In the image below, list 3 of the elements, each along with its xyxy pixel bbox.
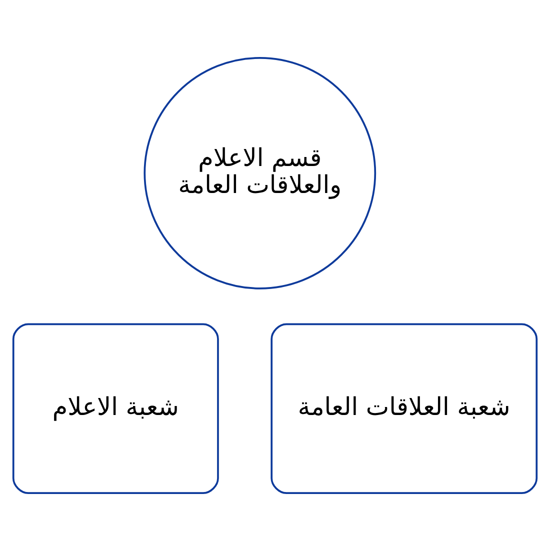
node-box: شعبة الاعلام [12, 322, 219, 494]
node-box: شعبة العلاقات العامة [270, 322, 538, 494]
node-circle: قسم الاعلام والعلاقات العامة [144, 56, 376, 289]
